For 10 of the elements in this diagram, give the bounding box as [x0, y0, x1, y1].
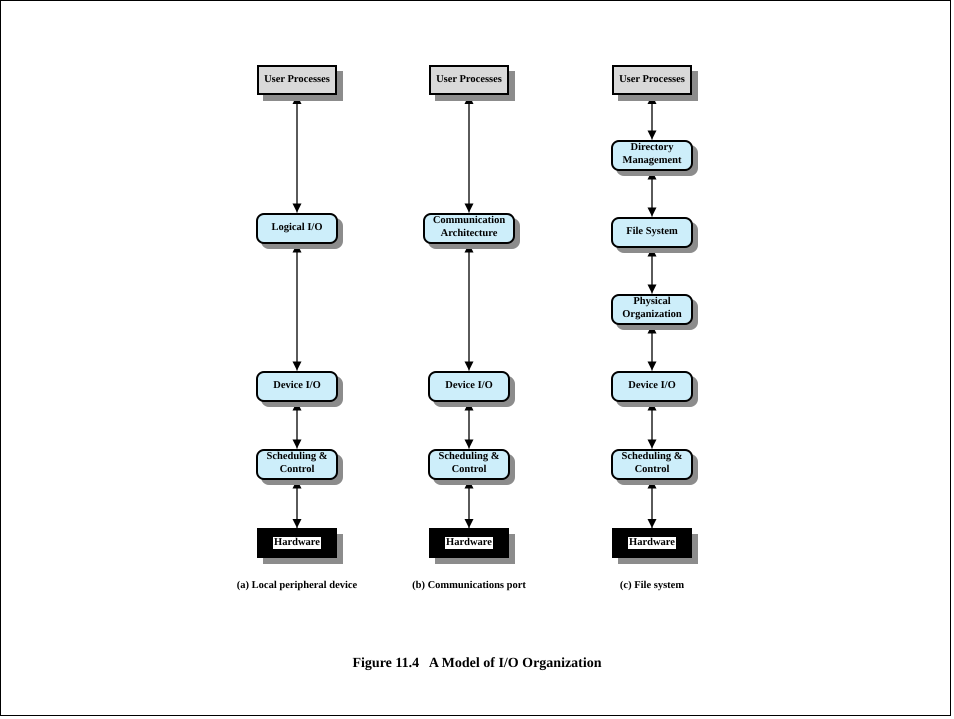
- box-label: Hardware: [628, 536, 676, 550]
- hardware-box: [257, 528, 337, 558]
- hardware-box: [429, 528, 509, 558]
- panel-caption: (c) File system: [620, 580, 684, 591]
- hardware-box: [612, 528, 692, 558]
- panel-caption: (b) Communications port: [412, 580, 526, 591]
- box-label: Hardware: [273, 536, 321, 550]
- panel-caption: (a) Local peripheral device: [236, 580, 358, 591]
- box-label: Hardware: [445, 536, 493, 550]
- figure-caption: Figure 11.4 A Model of I/O Organization: [352, 656, 602, 672]
